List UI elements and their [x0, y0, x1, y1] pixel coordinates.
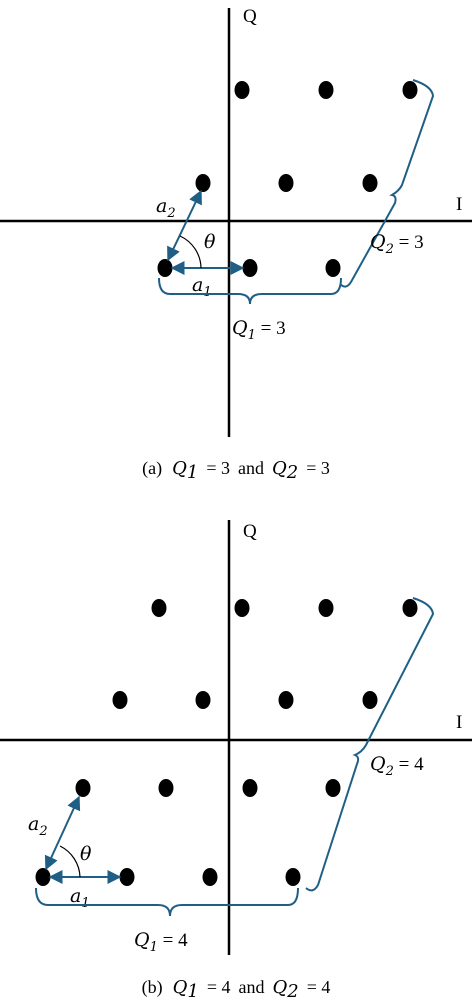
constellation-b — [35, 599, 418, 886]
q2-brace-a — [339, 79, 435, 288]
point — [119, 868, 135, 886]
a2-vector-b — [44, 795, 81, 871]
point — [285, 868, 301, 886]
point — [402, 81, 418, 99]
i-axis-label-b: I — [456, 712, 462, 733]
point — [278, 174, 294, 192]
i-axis-label-a: I — [456, 194, 462, 215]
a1-label-a: a1 — [192, 274, 212, 300]
point — [195, 174, 211, 192]
point — [75, 779, 91, 797]
caption-b: (b) Q1 = 4 and Q2 = 4 — [142, 977, 331, 1000]
theta-label-b: θ — [80, 843, 92, 865]
point — [318, 81, 334, 99]
a2-label-a: a2 — [156, 195, 176, 221]
q1-brace-a — [158, 277, 342, 305]
point — [242, 779, 258, 797]
q1-brace-b — [35, 887, 299, 917]
point — [318, 599, 334, 617]
a1-label-b: a1 — [70, 885, 90, 911]
theta-label-a: θ — [204, 231, 216, 253]
point — [158, 779, 174, 797]
point — [234, 599, 250, 617]
q2-label-a: Q2 = 3 — [370, 231, 424, 257]
point — [325, 259, 341, 277]
q1-label-b: Q1 = 4 — [134, 929, 188, 955]
point — [112, 691, 128, 709]
constellation-a — [157, 81, 418, 277]
panel-b: Q I a2 θ a1 Q1 = 4 Q2 = — [0, 520, 472, 1000]
point — [35, 868, 51, 886]
q-axis-label-a: Q — [243, 6, 257, 27]
point — [325, 779, 341, 797]
a2-label-b: a2 — [28, 813, 48, 839]
point — [202, 868, 218, 886]
point — [242, 259, 258, 277]
theta-arc-a — [179, 235, 202, 269]
caption-a: (a) Q1 = 3 and Q2 = 3 — [142, 458, 330, 483]
theta-arc-b — [59, 845, 81, 878]
q-axis-label-b: Q — [243, 521, 257, 542]
point — [195, 691, 211, 709]
point — [278, 691, 294, 709]
q2-brace-b — [305, 597, 435, 892]
point — [151, 599, 167, 617]
point — [234, 81, 250, 99]
point — [362, 691, 378, 709]
q2-label-b: Q2 = 4 — [370, 753, 424, 779]
q1-label-a: Q1 = 3 — [232, 317, 286, 343]
point — [362, 174, 378, 192]
point — [157, 259, 173, 277]
point — [402, 599, 418, 617]
a2-vector-a — [167, 189, 202, 262]
panel-a: Q I a2 θ a1 Q1 = 3 Q2 = 3 (a) — [0, 6, 472, 483]
